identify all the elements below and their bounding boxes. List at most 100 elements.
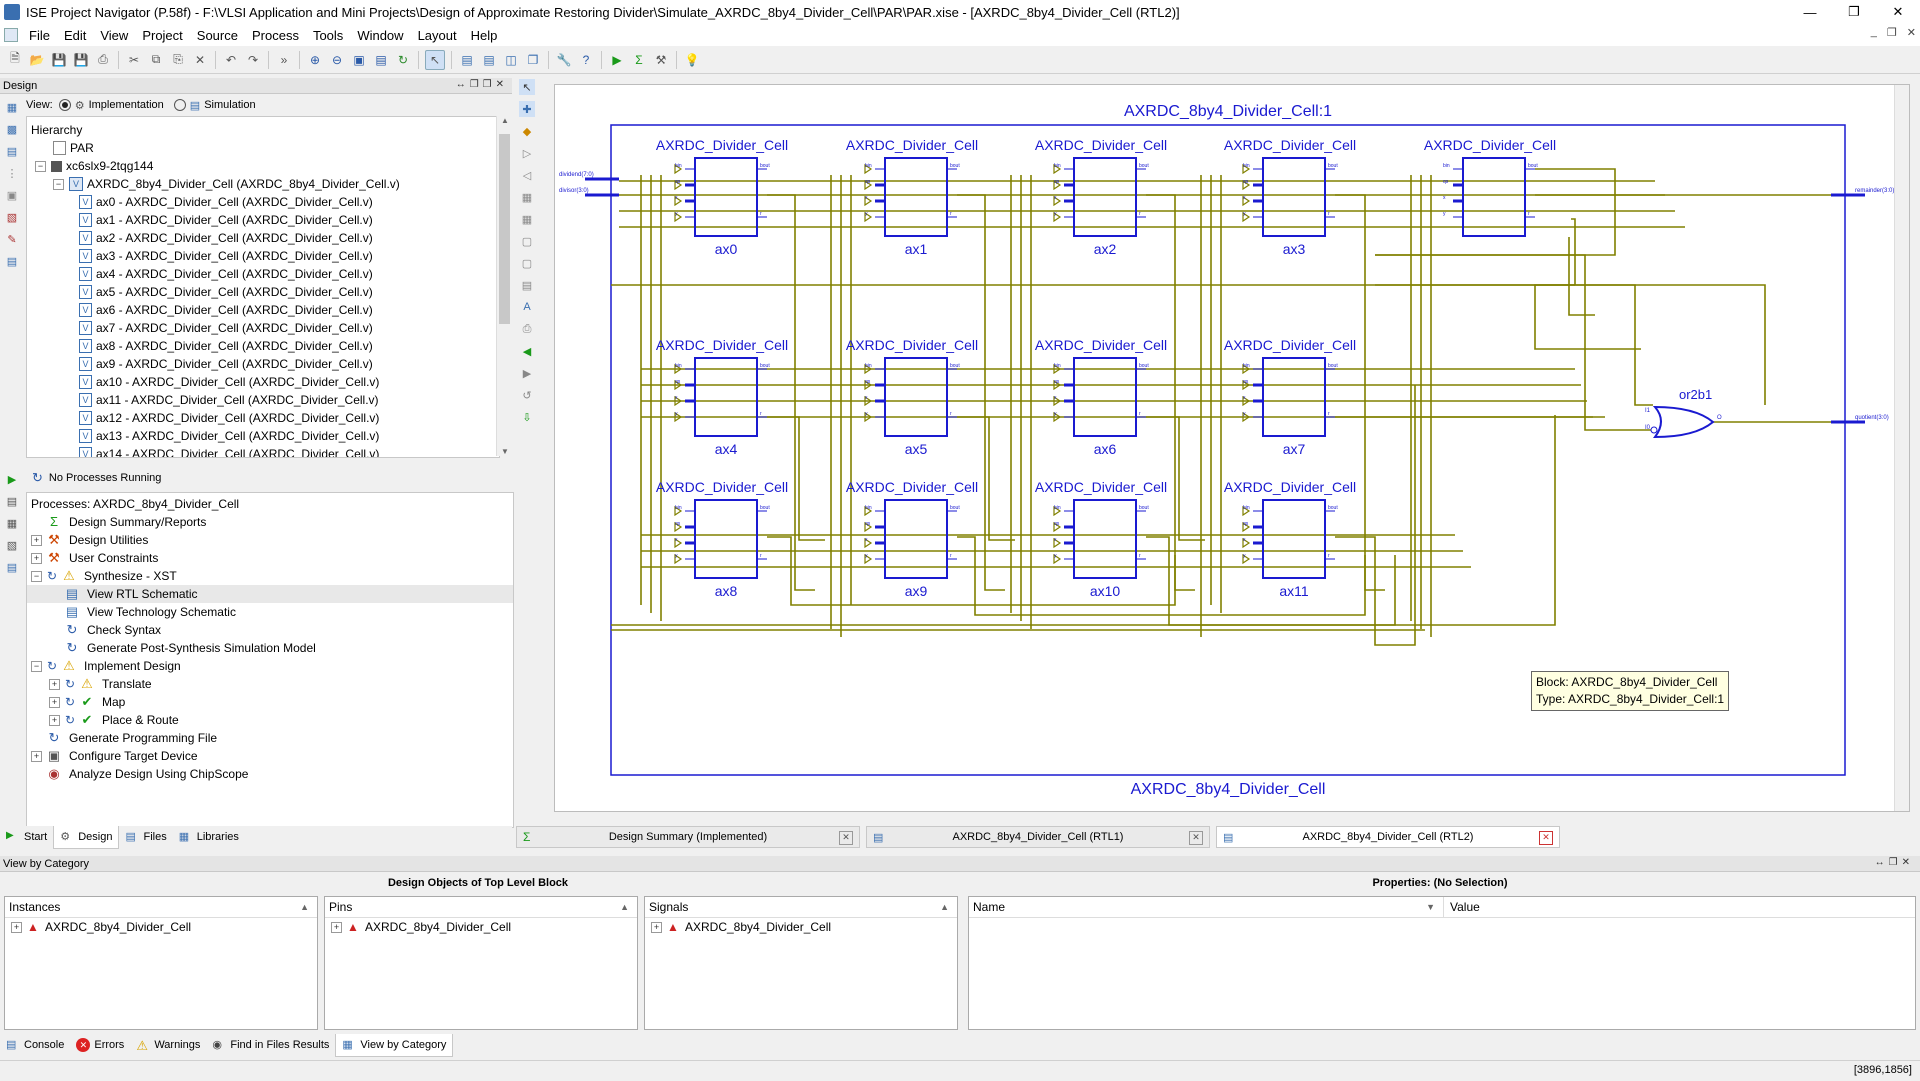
text-icon[interactable]: ▤	[521, 279, 533, 292]
collapse-icon[interactable]: −	[35, 160, 46, 172]
expand-icon[interactable]: +	[31, 552, 42, 564]
expand-icon[interactable]: +	[31, 750, 42, 762]
collapse-icon[interactable]: −	[31, 660, 42, 672]
cut-icon[interactable]: ✂	[128, 52, 140, 67]
tab-view-by-category[interactable]: ▦View by Category	[335, 1034, 454, 1057]
redo-icon[interactable]: ↷	[247, 52, 259, 67]
tab-find-in-files[interactable]: ◉Find in Files Results	[206, 1034, 335, 1056]
expand-icon[interactable]: +	[49, 678, 60, 690]
restore-icon[interactable]: ❐	[1848, 4, 1860, 19]
collapse-icon[interactable]: −	[53, 178, 64, 190]
radio-implementation[interactable]	[58, 99, 71, 111]
pins-header[interactable]: Pins▲	[325, 897, 637, 918]
menu-view[interactable]: View	[100, 27, 129, 43]
more-icon[interactable]: »	[280, 52, 288, 67]
pins-list[interactable]: Pins▲ +▲AXRDC_8by4_Divider_Cell	[324, 896, 638, 1030]
library-icon[interactable]: ▣	[6, 189, 18, 202]
properties-table[interactable]: Name▼ Value	[968, 896, 1916, 1030]
run-process-icon[interactable]: ▶	[7, 473, 17, 486]
menu-tools[interactable]: Tools	[312, 27, 344, 43]
process-item[interactable]: ▤View RTL Schematic	[27, 585, 513, 603]
expand-icon[interactable]: +	[49, 696, 60, 708]
process-item[interactable]: ▤View Technology Schematic	[27, 603, 513, 621]
process-item[interactable]: +▣Configure Target Device	[27, 747, 513, 765]
menu-source[interactable]: Source	[196, 27, 238, 43]
process-item[interactable]: +↻✔Map	[27, 693, 513, 711]
menu-project[interactable]: Project	[142, 27, 183, 43]
properties-icon[interactable]: ▤	[6, 255, 18, 268]
properties-icon[interactable]: ▤	[6, 561, 18, 574]
process-item[interactable]: +⚒User Constraints	[27, 549, 513, 567]
scroll-down-icon[interactable]: ▼	[501, 447, 509, 456]
close-tab-icon[interactable]: ✕	[1189, 831, 1203, 845]
new-file-icon[interactable]: 🗎	[10, 51, 20, 65]
panel-controls-icon[interactable]: ↔❐❐✕	[455, 79, 508, 90]
fit-icon[interactable]: ▢	[521, 235, 533, 248]
add-source-icon[interactable]: ▦	[6, 101, 18, 114]
save-icon[interactable]: 💾	[51, 52, 67, 67]
tile-vertical-icon[interactable]: ◫	[505, 52, 517, 67]
sort-up-icon[interactable]: ▲	[300, 902, 309, 912]
menu-window[interactable]: Window	[357, 27, 404, 43]
prop-name-header[interactable]: Name▼	[969, 897, 1444, 917]
schematic-scrollbar[interactable]	[1894, 85, 1909, 811]
implementation-label[interactable]: Implementation	[88, 99, 164, 111]
process-item[interactable]: +↻⚠Translate	[27, 675, 513, 693]
expand-icon[interactable]: +	[11, 921, 22, 933]
delete-icon[interactable]: ✕	[194, 52, 206, 67]
schematic-canvas[interactable]: AXRDC_8by4_Divider_Cell:1 AXRDC_8by4_Div…	[554, 84, 1910, 812]
help-cursor-icon[interactable]: ?	[582, 52, 590, 67]
close-icon[interactable]: ✕	[1892, 4, 1904, 19]
undo-icon[interactable]: ↶	[225, 52, 237, 67]
tab-files[interactable]: ▤Files	[119, 826, 172, 848]
tree-project[interactable]: PAR	[27, 139, 499, 157]
sort-up-icon[interactable]: ▲	[620, 902, 629, 912]
tree-device[interactable]: −xc6slx9-2tqg144	[27, 157, 499, 175]
close-tab-icon[interactable]: ✕	[839, 831, 853, 845]
prop-value-header[interactable]: Value	[1444, 900, 1480, 914]
add-port-icon[interactable]: ▷	[522, 147, 532, 160]
process-item[interactable]: −↻⚠Implement Design	[27, 657, 513, 675]
implement-icon[interactable]: ⚒	[655, 52, 667, 67]
download-icon[interactable]: ⇩	[522, 411, 532, 424]
cascade-icon[interactable]: ❐	[527, 52, 539, 67]
expand-icon[interactable]: +	[49, 714, 60, 726]
menu-layout[interactable]: Layout	[417, 27, 457, 43]
tab-console[interactable]: ▤Console	[0, 1034, 70, 1056]
refresh-icon[interactable]: ↻	[397, 52, 409, 67]
zoom-full-icon[interactable]: ▣	[353, 52, 365, 67]
grid-icon[interactable]: ▦	[521, 191, 533, 204]
forward-icon[interactable]: ▶	[522, 367, 532, 380]
history-icon[interactable]: ↺	[522, 389, 532, 402]
process-item[interactable]: +↻✔Place & Route	[27, 711, 513, 729]
zoom-in-icon[interactable]: ⊕	[309, 52, 321, 67]
menu-process[interactable]: Process	[251, 27, 299, 43]
process-item[interactable]: ◉Analyze Design Using ChipScope	[27, 765, 513, 783]
menu-help[interactable]: Help	[470, 27, 498, 43]
group-icon[interactable]: ▦	[521, 213, 533, 226]
hierarchy-icon[interactable]: ▤	[6, 495, 18, 508]
add-wire-icon[interactable]: ✚	[519, 101, 535, 117]
back-icon[interactable]: ◁	[522, 169, 532, 182]
signals-list[interactable]: Signals▲ +▲AXRDC_8by4_Divider_Cell	[644, 896, 958, 1030]
instances-list[interactable]: Instances▲ +▲AXRDC_8by4_Divider_Cell	[4, 896, 318, 1030]
